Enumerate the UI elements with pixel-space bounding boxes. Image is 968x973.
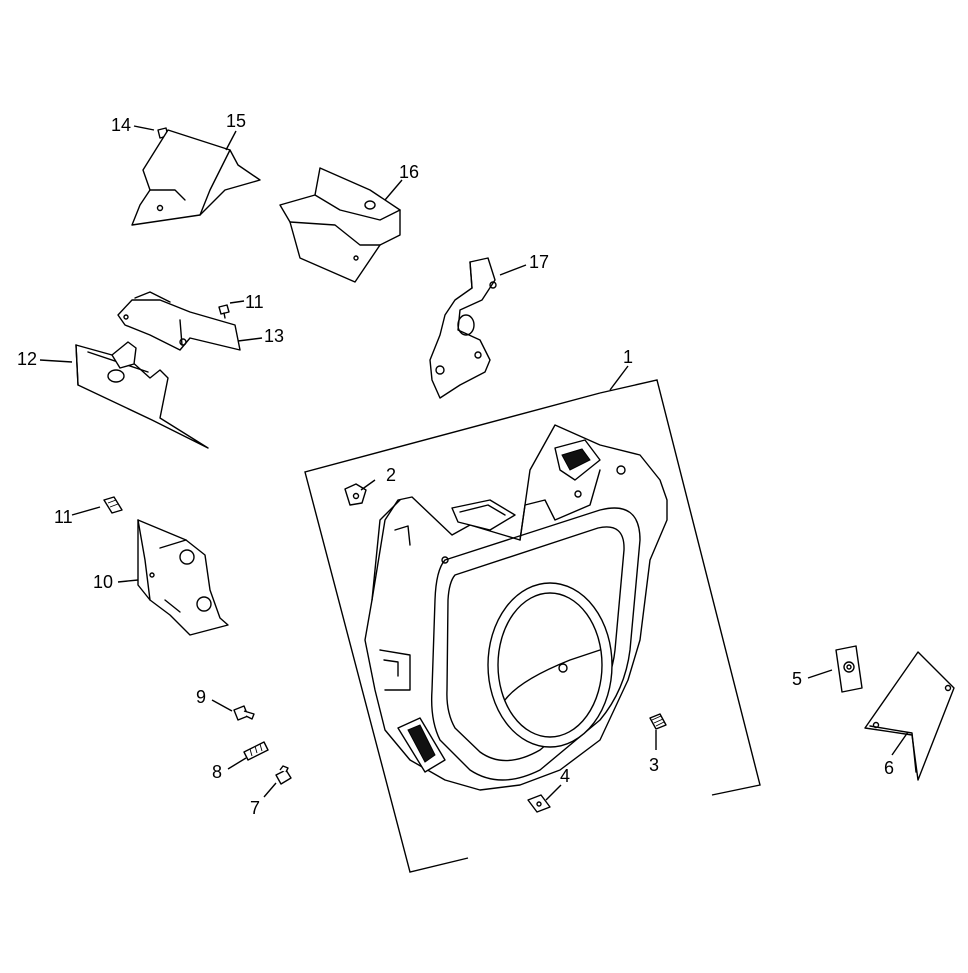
part-1-blower-housing — [364, 424, 668, 791]
callout-6: 6 — [884, 758, 894, 778]
callout-5: 5 — [792, 669, 802, 689]
part-13-shroud-bracket — [117, 291, 241, 351]
callout-7: 7 — [250, 798, 260, 818]
callout-2: 2 — [386, 465, 396, 485]
callout-1: 1 — [623, 347, 633, 367]
part-11-screw-upper — [218, 304, 230, 319]
callout-13: 13 — [264, 326, 284, 346]
part-4-square-nut — [527, 794, 551, 813]
part-5-clip — [835, 645, 863, 693]
part-6-baffle-plate — [864, 651, 955, 781]
callout-14: 14 — [111, 115, 131, 135]
part-11-screw-lower — [103, 496, 123, 514]
callout-4: 4 — [560, 766, 570, 786]
callout-16: 16 — [399, 162, 419, 182]
part-16-duct-cover — [279, 167, 401, 283]
callout-11-lower: 11 — [54, 507, 73, 527]
callout-17: 17 — [529, 252, 549, 272]
callout-11-upper: 11 — [245, 292, 264, 312]
leader-lines — [39, 125, 909, 801]
part-17-support-bracket — [429, 257, 497, 399]
callout-15: 15 — [226, 111, 246, 131]
callout-labels: 1 2 3 4 5 6 7 8 9 10 11 11 12 13 14 15 1… — [17, 111, 894, 818]
part-3-spring — [649, 713, 667, 730]
callout-3: 3 — [649, 755, 659, 775]
part-12-lower-shroud — [75, 341, 209, 449]
part-7-bolt — [275, 765, 292, 785]
part-1-group-frame — [304, 379, 761, 873]
part-8-stud — [243, 741, 269, 761]
part-9-screw — [233, 705, 255, 721]
part-10-bracket — [137, 519, 229, 636]
callout-12: 12 — [17, 349, 37, 369]
callout-8: 8 — [212, 762, 222, 782]
part-15-upper-shroud — [131, 129, 261, 226]
callout-10: 10 — [93, 572, 113, 592]
callout-9: 9 — [196, 687, 206, 707]
part-2-clip-nut — [344, 483, 367, 506]
